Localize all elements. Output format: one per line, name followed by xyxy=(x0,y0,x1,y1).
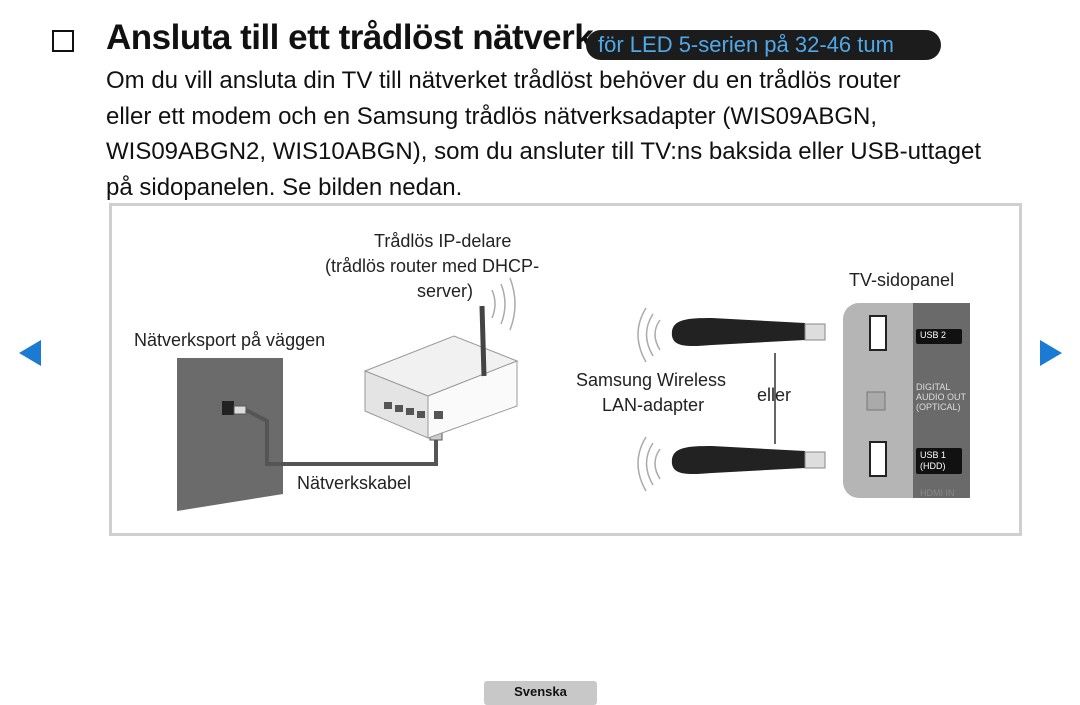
wifi-waves-icon xyxy=(637,436,661,492)
router-front xyxy=(427,360,518,439)
network-cable xyxy=(245,408,438,466)
digital-audio-label-line: DIGITAL xyxy=(916,382,951,392)
hdmi-label: HDMI IN xyxy=(920,488,955,498)
wall-port-label: Nätverksport på väggen xyxy=(134,330,326,350)
optical-port xyxy=(866,391,886,411)
model-badge-text: för LED 5-serien på 32-46 tum xyxy=(598,32,894,57)
usb1-label-line: (HDD) xyxy=(920,461,946,471)
checkbox-icon xyxy=(52,30,74,52)
page-title: Ansluta till ett trådlöst nätverk xyxy=(106,18,594,57)
paragraph-line: Om du vill ansluta din TV till nätverket… xyxy=(106,67,901,94)
router-label-line: Trådlös IP-delare xyxy=(374,231,512,251)
diagram-artwork xyxy=(177,277,970,511)
wifi-waves-icon xyxy=(637,307,661,363)
paragraph-line: på sidopanelen. Se bilden nedan. xyxy=(106,173,463,201)
wall-illustration xyxy=(177,358,283,511)
wall-port-icon xyxy=(222,401,234,415)
connection-diagram: Trådlös IP-delare (trådlös router med DH… xyxy=(109,203,1022,536)
wifi-waves-icon xyxy=(491,277,516,331)
wireless-adapter-bottom xyxy=(671,446,805,475)
or-label: eller xyxy=(757,385,792,405)
next-page-icon[interactable] xyxy=(1040,340,1062,366)
usb1-label-line: USB 1 xyxy=(920,450,947,460)
intro-paragraph: Om du vill ansluta din TV till nätverket… xyxy=(106,63,1046,205)
previous-page-icon[interactable] xyxy=(19,340,41,366)
cable-label: Nätverkskabel xyxy=(297,473,412,493)
adapter-label-line: Samsung Wireless xyxy=(576,370,727,390)
router-label-line: (trådlös router med DHCP- xyxy=(325,256,540,276)
paragraph-line: eller ett modem och en Samsung trådlös n… xyxy=(106,102,878,130)
tv-panel-label: TV-sidopanel xyxy=(849,270,955,290)
wireless-adapter-top xyxy=(671,318,805,347)
router-antenna xyxy=(479,305,487,377)
model-badge: för LED 5-serien på 32-46 tum xyxy=(586,30,941,60)
digital-audio-label: DIGITAL AUDIO OUT (OPTICAL) xyxy=(916,382,966,412)
usb1-label: USB 1 (HDD) xyxy=(920,450,946,472)
cable-plug-icon xyxy=(233,405,247,415)
adapter-label-line: LAN-adapter xyxy=(602,395,705,415)
paragraph-line: WIS09ABGN2, WIS10ABGN), som du ansluter … xyxy=(106,138,982,165)
usb2-label: USB 2 xyxy=(920,330,947,340)
digital-audio-label-line: AUDIO OUT xyxy=(916,392,967,402)
digital-audio-label-line: (OPTICAL) xyxy=(916,402,961,412)
usb2-port xyxy=(869,315,887,351)
language-tab: Svenska xyxy=(484,681,597,705)
router-label-line: server) xyxy=(417,281,474,301)
usb1-port xyxy=(869,441,887,477)
